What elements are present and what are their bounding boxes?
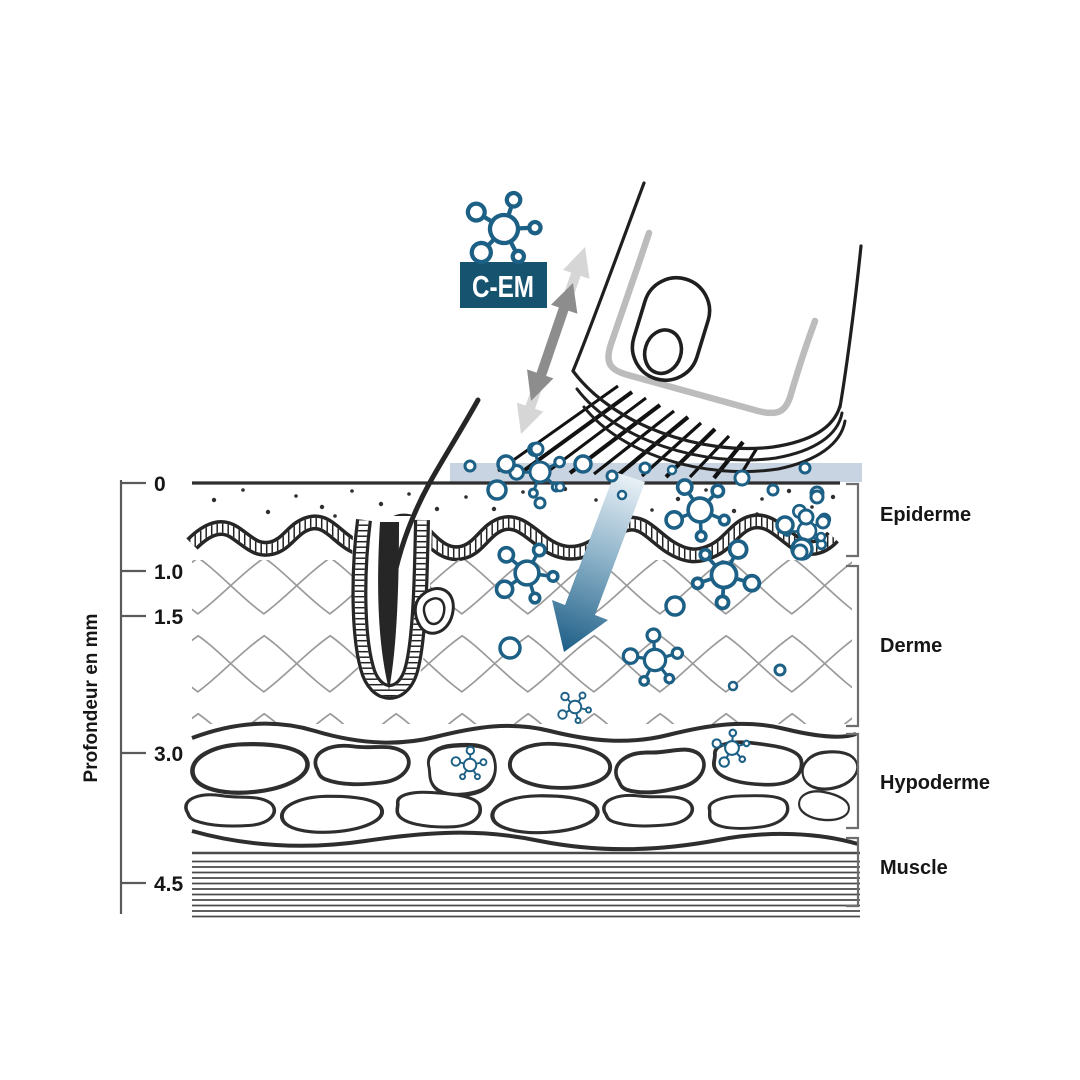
hypodermis-layer bbox=[182, 721, 862, 852]
molecule-icon bbox=[459, 188, 548, 273]
hair-shaft bbox=[388, 397, 481, 595]
updown-arrow-icon bbox=[516, 247, 590, 434]
layer-brackets bbox=[846, 482, 860, 908]
sebaceous-gland bbox=[413, 587, 455, 635]
tick-label-0: 0 bbox=[154, 473, 166, 496]
layer-label-epiderme: Epiderme bbox=[880, 504, 971, 526]
bracket-epiderme bbox=[846, 482, 860, 558]
depth-axis bbox=[119, 480, 146, 914]
dermis-collagen-lattice bbox=[192, 560, 852, 724]
layer-labels: Epiderme Derme Hypoderme Muscle bbox=[880, 504, 990, 879]
cem-badge: C-EM bbox=[460, 262, 547, 308]
device-button bbox=[630, 276, 712, 382]
tick-label-4-5: 4.5 bbox=[154, 873, 184, 896]
hair-follicle bbox=[352, 397, 481, 703]
epidermis-particles bbox=[211, 486, 836, 518]
hair-root bbox=[378, 522, 399, 690]
axis-title: Profondeur en mm bbox=[81, 614, 102, 783]
bracket-hypoderme bbox=[846, 732, 860, 830]
bracket-derme bbox=[846, 564, 860, 728]
beam-arrow-icon bbox=[552, 472, 645, 652]
hypodermis-top-boundary bbox=[191, 721, 857, 745]
tick-label-3-0: 3.0 bbox=[154, 743, 183, 766]
molecule-bubbles bbox=[463, 441, 831, 692]
bracket-muscle bbox=[846, 836, 860, 908]
hypodermis-bottom-boundary bbox=[191, 829, 859, 852]
layer-label-derme: Derme bbox=[880, 635, 942, 657]
layer-label-hypoderme: Hypoderme bbox=[880, 772, 990, 794]
layer-label-muscle: Muscle bbox=[880, 857, 948, 879]
fat-cells bbox=[182, 740, 862, 837]
muscle-layer bbox=[192, 851, 860, 918]
depth-axis-labels: 0 1.0 1.5 3.0 4.5 Profondeur en mm bbox=[81, 473, 184, 896]
cem-badge-box bbox=[460, 262, 547, 308]
cem-badge-label: C-EM bbox=[472, 269, 534, 304]
tick-label-1-5: 1.5 bbox=[154, 606, 184, 629]
device-body bbox=[571, 181, 863, 474]
handpiece-icon bbox=[497, 181, 863, 480]
tick-label-1-0: 1.0 bbox=[154, 561, 183, 584]
device-inner-gray-outline bbox=[605, 229, 819, 417]
